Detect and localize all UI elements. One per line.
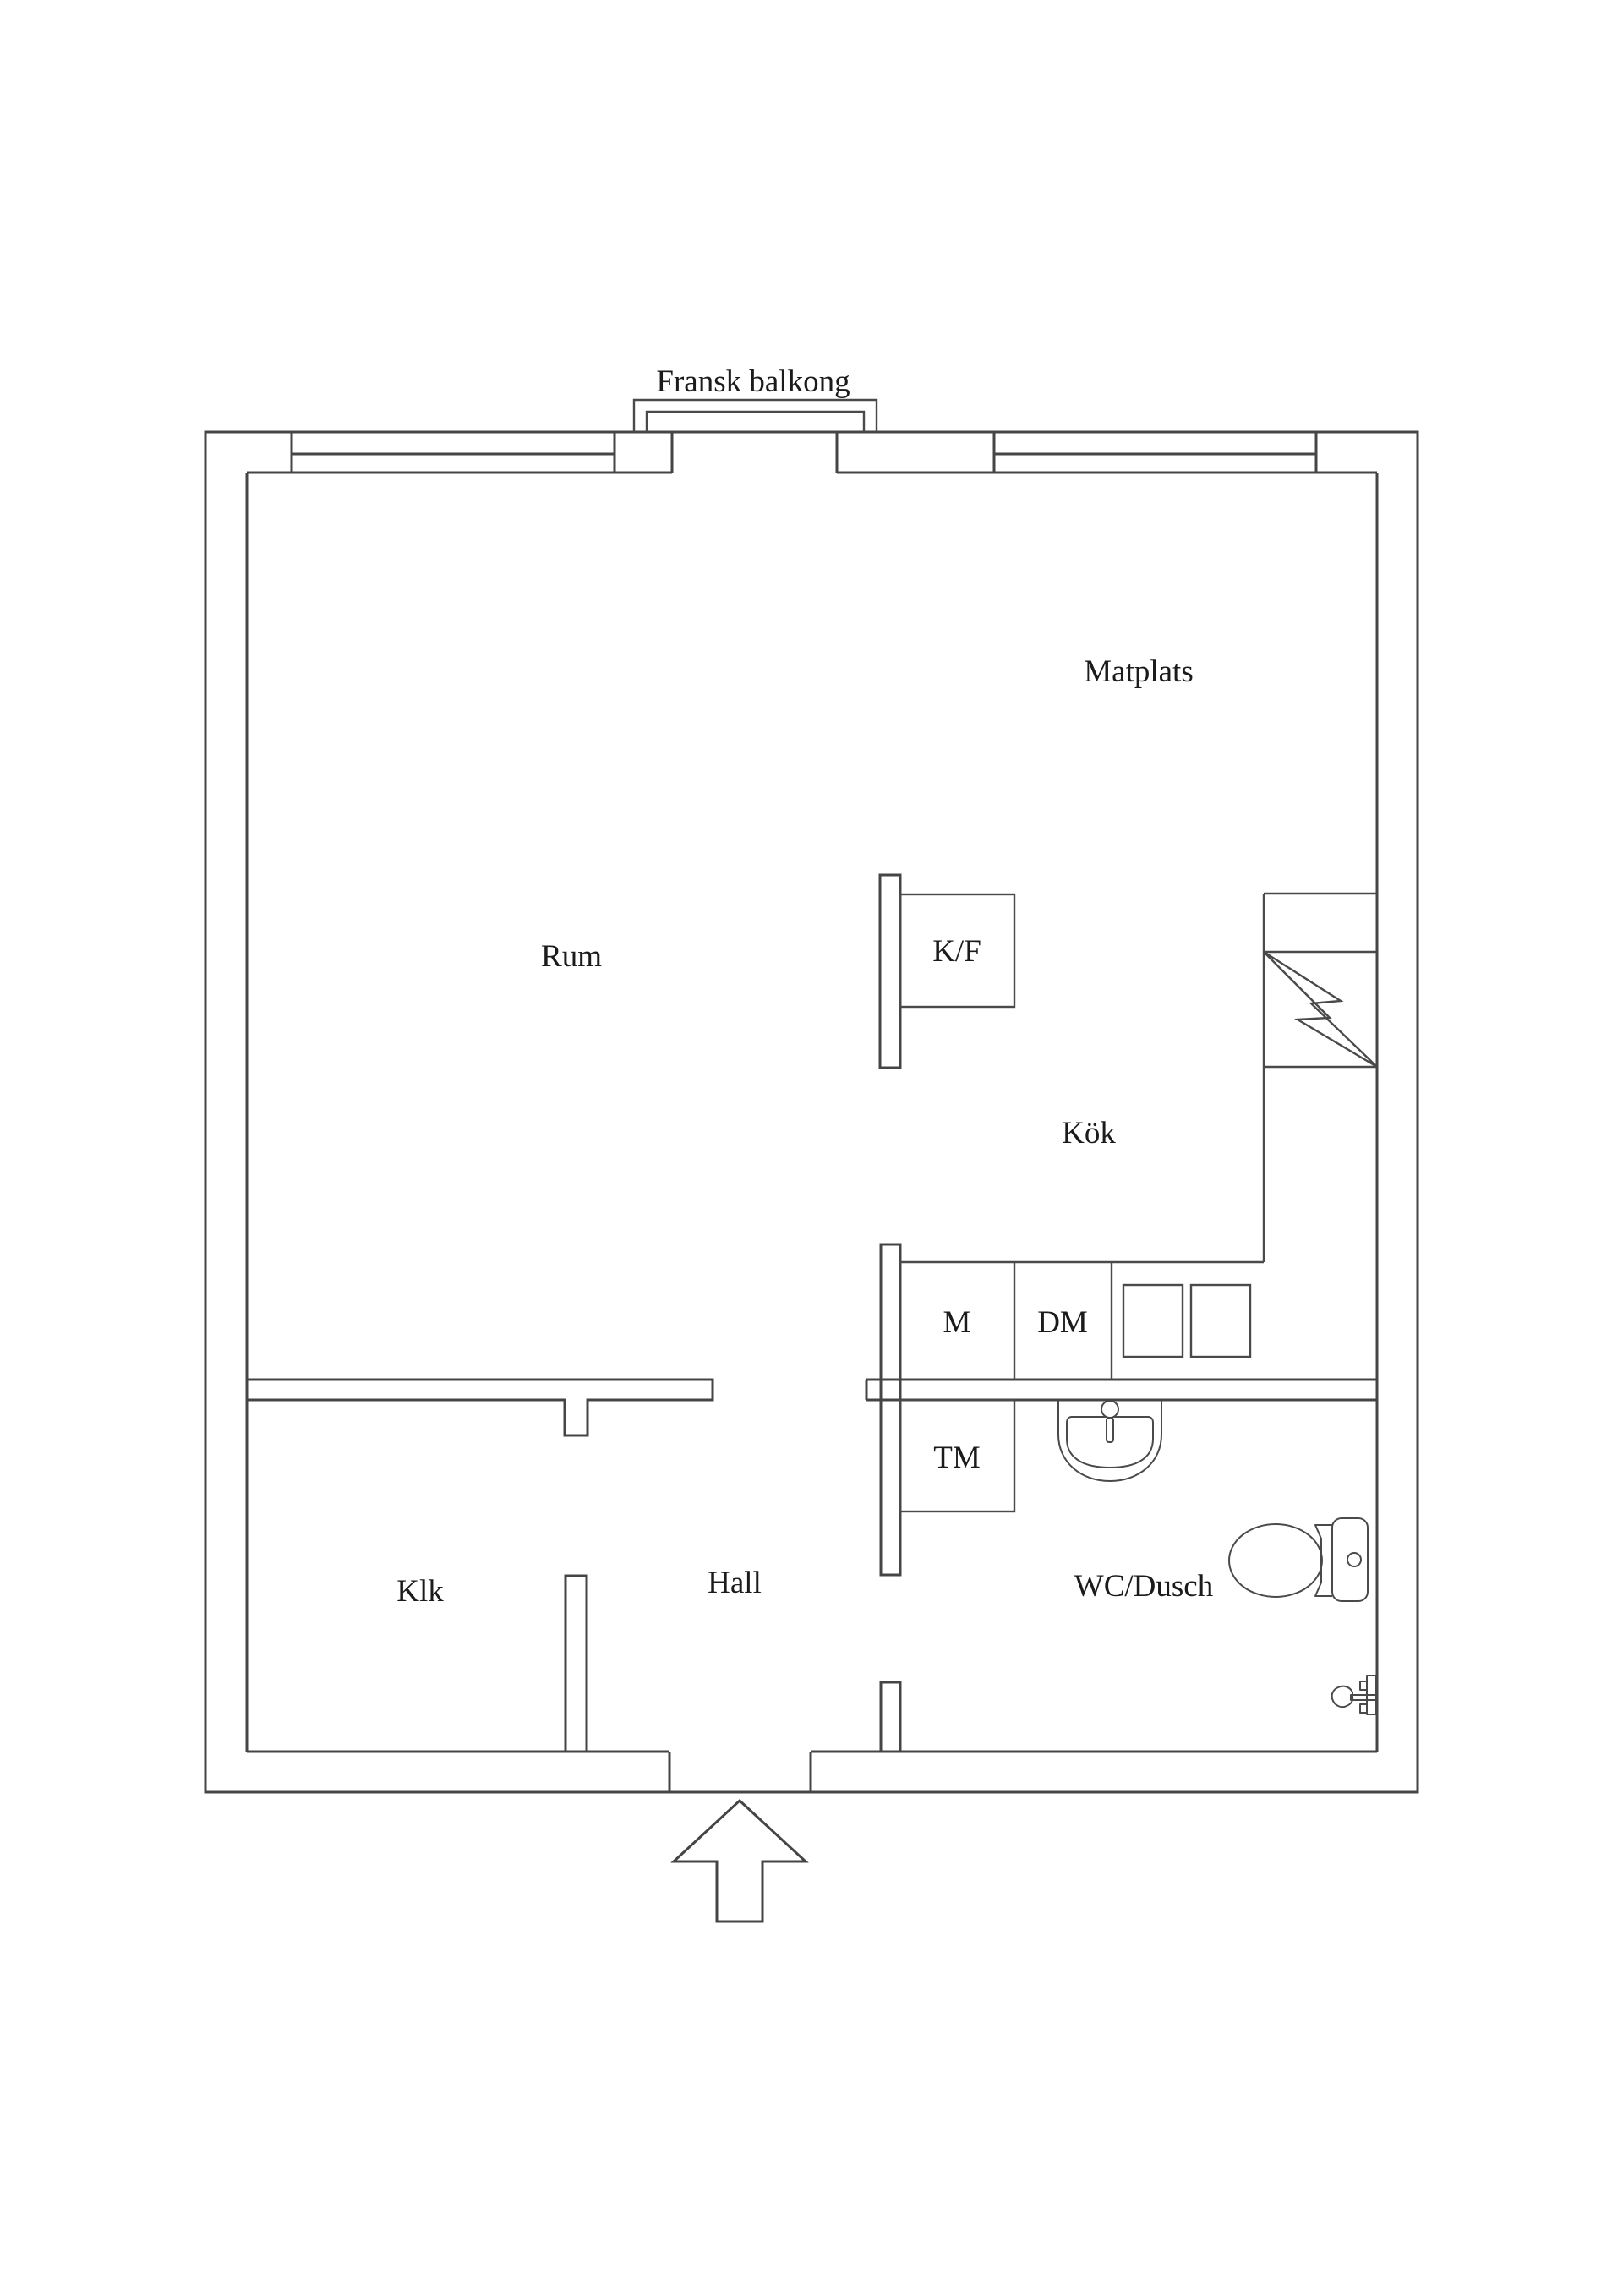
entrance-opening-jambs	[668, 1752, 812, 1792]
appliance-label-dm: DM	[1037, 1305, 1088, 1340]
washbasin-tap-stem	[1106, 1417, 1114, 1443]
window-left	[290, 432, 616, 473]
counter-row	[900, 1260, 1264, 1380]
island-wall-upper	[878, 873, 902, 1069]
outer-wall	[204, 430, 1419, 1794]
shower-rail-tab-top	[1359, 1681, 1368, 1691]
window-right	[992, 432, 1318, 473]
toilet-icon	[1228, 1517, 1369, 1602]
washbasin-outer	[1057, 1401, 1162, 1482]
washbasin-tap-handle	[1101, 1400, 1119, 1419]
washbasin-icon	[1057, 1400, 1162, 1482]
room-label-matplats: Matplats	[1084, 654, 1193, 689]
toilet-flush-button	[1347, 1552, 1362, 1567]
divider-wall-mid	[879, 1243, 902, 1577]
partition-wall-left	[247, 1378, 714, 1437]
toilet-bowl	[1228, 1523, 1323, 1598]
shower-head	[1331, 1685, 1354, 1708]
room-label-wc-dusch: WC/Dusch	[1074, 1569, 1214, 1604]
balcony-door-jambs	[670, 432, 839, 473]
room-label-hall: Hall	[708, 1566, 762, 1600]
shower-rail-tab-bottom	[1359, 1703, 1368, 1714]
room-label-rum: Rum	[541, 939, 602, 974]
kitchen-sink-bowl-right	[1189, 1283, 1252, 1358]
appliance-label-m: M	[943, 1305, 971, 1340]
toilet-seat	[1314, 1524, 1332, 1597]
french-balcony-icon	[632, 398, 878, 433]
washing-machine-box	[899, 1398, 1016, 1513]
kitchen-column	[1262, 892, 1377, 1262]
washbasin-inner	[1066, 1416, 1154, 1468]
balcony-label: Fransk balkong	[656, 364, 850, 399]
toilet-tank	[1331, 1517, 1369, 1602]
entrance-arrow-icon	[670, 1798, 809, 1923]
shower-icon	[1331, 1675, 1377, 1715]
fridge-freezer-bolt-icon	[1263, 950, 1378, 1069]
room-label-kok: Kök	[1062, 1116, 1116, 1151]
appliance-label-tm: TM	[933, 1440, 981, 1475]
room-label-klk: Klk	[396, 1574, 444, 1609]
divider-wall-low	[879, 1681, 902, 1753]
shower-arm	[1350, 1694, 1377, 1701]
fridge-freezer-box	[899, 893, 1016, 1009]
kitchen-sink-bowl-left	[1122, 1283, 1184, 1358]
fridge-freezer-label: K/F	[932, 934, 981, 969]
partition-wall-right	[865, 1378, 1377, 1402]
closet-wall	[564, 1574, 588, 1753]
